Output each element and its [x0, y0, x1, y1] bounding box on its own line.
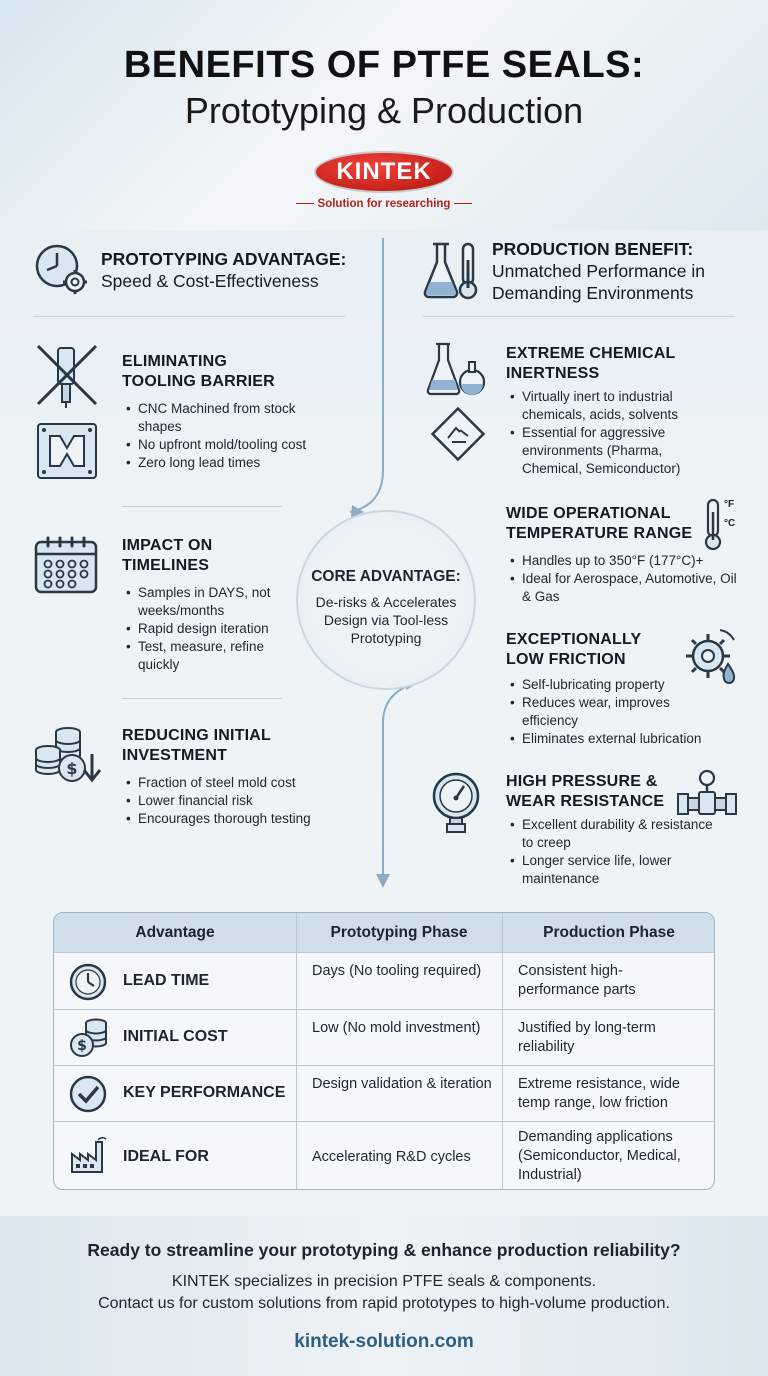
- svg-text:$: $: [77, 1038, 87, 1054]
- list-item: Fraction of steel mold cost: [124, 774, 339, 792]
- page-subtitle: Prototyping & Production: [184, 90, 584, 131]
- coins-icon: $: [68, 1017, 110, 1064]
- friction-bullets: Self-lubricating property Reduces wear, …: [508, 676, 723, 748]
- list-item: Test, measure, refine quickly: [124, 638, 294, 674]
- coins-down-icon: $: [34, 724, 104, 788]
- list-item: Ideal for Aerospace, Automotive, Oil & G…: [508, 570, 738, 606]
- list-item: No upfront mold/tooling cost: [124, 436, 339, 454]
- comparison-table: Advantage Prototyping Phase Production P…: [53, 912, 715, 1190]
- left-divider: [33, 316, 345, 317]
- chemical-hazard-icon: [426, 340, 488, 470]
- table-header-prototyping: Prototyping Phase: [296, 913, 502, 953]
- pressure-bullets: Excellent durability & resistance to cre…: [508, 816, 718, 888]
- svg-text:$: $: [66, 759, 77, 778]
- gear-droplet-icon: [680, 626, 740, 686]
- table-row: $ INITIAL COST Low (No mold investment) …: [54, 1009, 714, 1065]
- table-header-production: Production Phase: [502, 913, 714, 953]
- page-title: BENEFITS OF PTFE SEALS:: [123, 44, 645, 86]
- temperature-bullets: Handles up to 350°F (177°C)+ Ideal for A…: [508, 552, 738, 606]
- left-divider-3: [122, 698, 282, 699]
- list-item: Handles up to 350°F (177°C)+: [508, 552, 738, 570]
- footer-url-link[interactable]: kintek-solution.com: [294, 1331, 474, 1352]
- clock-gear-icon: [33, 242, 91, 298]
- tooling-bullets: CNC Machined from stock shapes No upfron…: [124, 400, 339, 472]
- checkmark-icon: [68, 1074, 108, 1119]
- core-text: De-risks & Accelerates Design via Tool-l…: [315, 594, 457, 646]
- item-title-pressure: HIGH PRESSURE &WEAR RESISTANCE: [506, 773, 665, 810]
- pressure-gauge-icon: [430, 770, 486, 836]
- right-divider: [423, 316, 735, 317]
- flask-thermometer-icon: [423, 240, 479, 300]
- list-item: Reduces wear, improves efficiency: [508, 694, 723, 730]
- list-item: Self-lubricating property: [508, 676, 723, 694]
- factory-icon: [68, 1136, 108, 1181]
- list-item: Rapid design iteration: [124, 620, 294, 638]
- table-row: KEY PERFORMANCE Design validation & iter…: [54, 1065, 714, 1121]
- kintek-logo: KINTEK: [314, 151, 454, 193]
- chemical-bullets: Virtually inert to industrial chemicals,…: [508, 388, 718, 478]
- no-tooling-icon: [36, 344, 98, 480]
- calendar-icon: [34, 536, 100, 596]
- core-title: CORE ADVANTAGE:: [311, 568, 461, 585]
- table-header-advantage: Advantage: [54, 913, 296, 953]
- investment-bullets: Fraction of steel mold cost Lower financ…: [124, 774, 339, 828]
- list-item: Encourages thorough testing: [124, 810, 339, 828]
- list-item: Eliminates external lubrication: [508, 730, 723, 748]
- list-item: Zero long lead times: [124, 454, 339, 472]
- left-divider-2: [122, 506, 282, 507]
- list-item: CNC Machined from stock shapes: [124, 400, 339, 436]
- list-item: Virtually inert to industrial chemicals,…: [508, 388, 718, 424]
- right-section-heading: PRODUCTION BENEFIT: Unmatched Performanc…: [492, 239, 706, 303]
- list-item: Samples in DAYS, not weeks/months: [124, 584, 294, 620]
- list-item: Excellent durability & resistance to cre…: [508, 816, 718, 852]
- list-item: Lower financial risk: [124, 792, 339, 810]
- tagline: Solution for researching: [0, 198, 768, 210]
- left-section-heading: PROTOTYPING ADVANTAGE: Speed & Cost-Effe…: [101, 249, 347, 291]
- timeline-bullets: Samples in DAYS, not weeks/months Rapid …: [124, 584, 294, 674]
- footer-headline: Ready to streamline your prototyping & e…: [87, 1240, 681, 1260]
- core-advantage-circle: [296, 510, 476, 690]
- clock-icon: [68, 962, 108, 1007]
- table-row: IDEAL FOR Accelerating R&D cycles Demand…: [54, 1121, 714, 1189]
- thermometer-icon: °F °C: [700, 496, 744, 552]
- footer-text: KINTEK specializes in precision PTFE sea…: [98, 1273, 670, 1312]
- table-row: LEAD TIME Days (No tooling required) Con…: [54, 952, 714, 1009]
- footer-background: [0, 1216, 768, 1376]
- list-item: Longer service life, lower maintenance: [508, 852, 718, 888]
- list-item: Essential for aggressive environments (P…: [508, 424, 718, 478]
- pipe-valve-icon: [676, 768, 738, 820]
